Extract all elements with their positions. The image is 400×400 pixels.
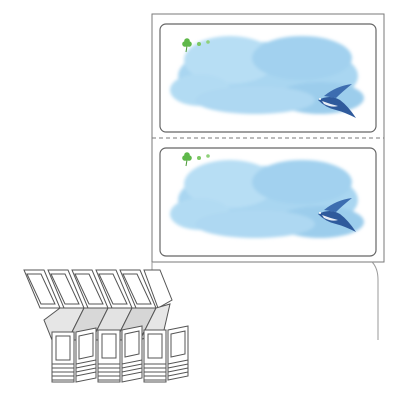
label-bottom: [159, 147, 377, 257]
folded-label-stack-illustration: [23, 269, 189, 383]
clover-icon: [182, 38, 210, 53]
swallow-bird-icon: [318, 84, 356, 118]
stack-top-row: [23, 269, 173, 309]
sheet-tail: [371, 261, 379, 340]
swallow-bird-icon: [318, 198, 356, 232]
stack-bottom-row: [51, 325, 189, 383]
cloud-watercolor: [170, 160, 364, 238]
label-top: [159, 23, 377, 133]
clover-icon: [182, 152, 210, 167]
